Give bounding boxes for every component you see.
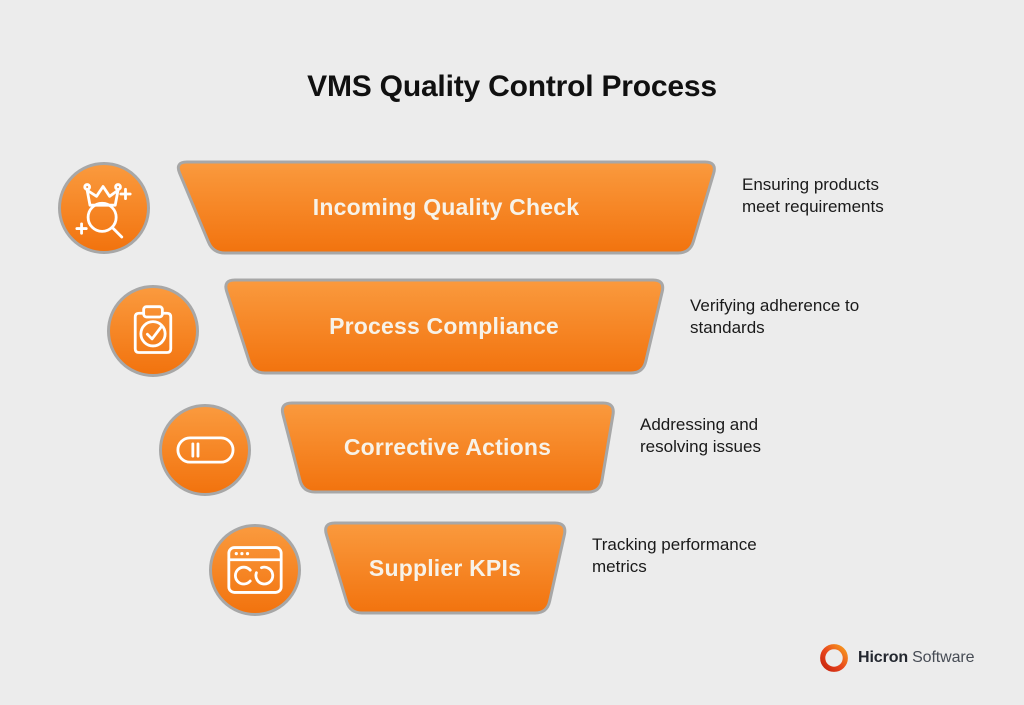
stage-3-description: Addressing and resolving issues <box>640 415 761 457</box>
stage-1-description: Ensuring products meet requirements <box>742 175 884 217</box>
stage-1-icon-circle <box>58 162 150 254</box>
toggle-switch-icon <box>176 436 235 464</box>
funnel-stage-shape-4 <box>324 521 567 615</box>
funnel-stage-shape-2 <box>224 278 665 375</box>
stage-2-icon-circle <box>107 285 199 377</box>
funnel-stage-shape-1 <box>176 160 716 255</box>
stage-4-description: Tracking performance metrics <box>592 535 757 577</box>
page-title: VMS Quality Control Process <box>307 70 717 103</box>
brand-name-bold: Hicron <box>858 649 909 666</box>
clipboard-check-icon <box>133 305 173 354</box>
funnel-stage-shape-3 <box>280 401 615 494</box>
crown-magnifier-icon <box>75 183 132 239</box>
browser-sync-icon <box>227 546 283 594</box>
stage-4-icon-circle <box>209 524 301 616</box>
brand-name-regular: Software <box>912 649 975 666</box>
stage-3-icon-circle <box>159 404 251 496</box>
hicron-logo-icon <box>820 644 848 672</box>
stage-2-description: Verifying adherence to standards <box>690 296 860 338</box>
